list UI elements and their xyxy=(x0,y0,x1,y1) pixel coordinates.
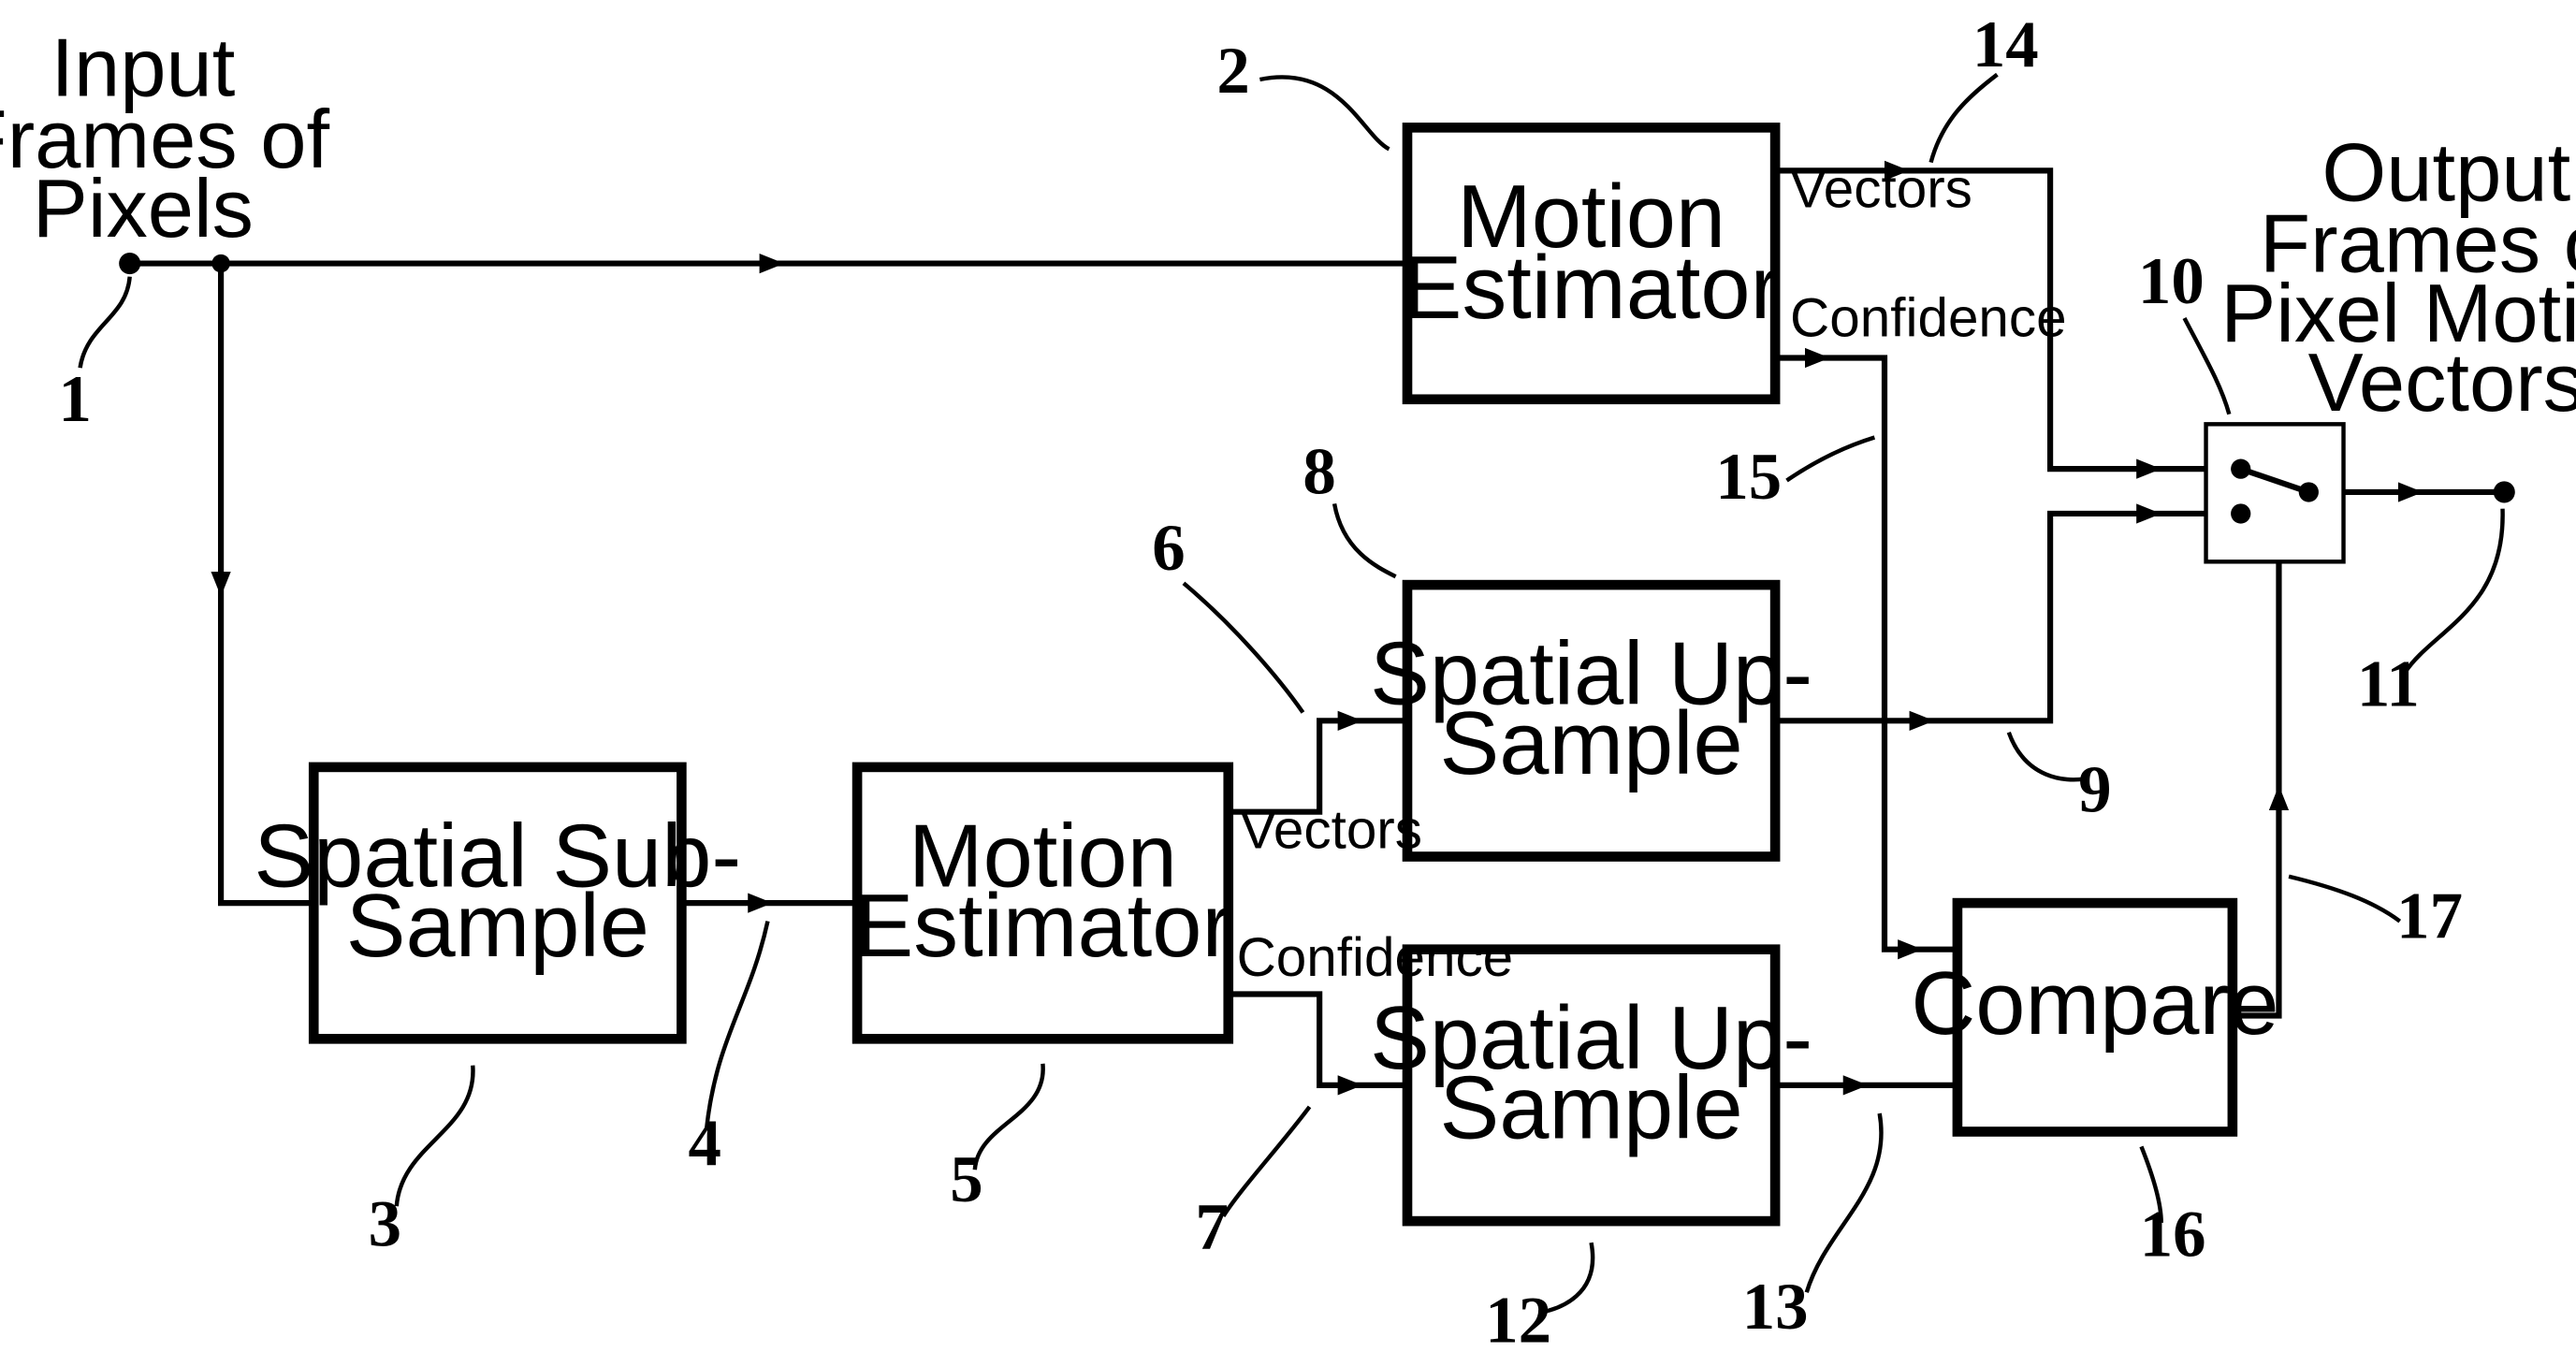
arrowhead-confidence-in xyxy=(1338,1075,1363,1095)
junction-node xyxy=(211,254,229,272)
wire-vectors-to-upsample xyxy=(1229,720,1407,811)
ref-7: 7 xyxy=(1195,1191,1228,1264)
ref-3: 3 xyxy=(369,1188,401,1261)
wire-compare-to-switch xyxy=(2233,560,2279,1016)
leader-5 xyxy=(975,1064,1043,1170)
leader-13 xyxy=(1807,1113,1882,1292)
arrowhead-subsample-out xyxy=(748,893,773,912)
signal-top-confidence: Confidence xyxy=(1790,287,2067,348)
arrowhead-vectors-in xyxy=(1338,711,1363,731)
leader-7 xyxy=(1223,1107,1309,1216)
ref-5: 5 xyxy=(950,1143,982,1216)
leader-14 xyxy=(1931,75,1998,163)
spatial-sub-sample-line2: Sample xyxy=(346,876,649,976)
input-label-line3: Pixels xyxy=(33,162,254,254)
input-node xyxy=(119,253,140,274)
ref-13: 13 xyxy=(1742,1271,1809,1344)
motion-estimator-top-line2: Estimator xyxy=(1403,238,1781,338)
switch-box xyxy=(2206,424,2344,561)
arrowhead-compare-in-lower xyxy=(1843,1075,1869,1095)
signal-bottom-vectors: Vectors xyxy=(1240,800,1422,861)
switch-contact-lower xyxy=(2231,503,2250,523)
compare-label: Compare xyxy=(1911,953,2278,1054)
output-label-line4: Vectors xyxy=(2308,336,2576,429)
ref-11: 11 xyxy=(2357,647,2420,720)
ref-17: 17 xyxy=(2396,880,2463,952)
ref-2: 2 xyxy=(1216,35,1249,108)
leader-2 xyxy=(1259,77,1389,149)
arrowhead-branch-down xyxy=(211,572,230,597)
ref-15: 15 xyxy=(1715,441,1782,514)
leader-17 xyxy=(2289,877,2400,922)
wire-upsample-to-switch xyxy=(1775,514,2241,720)
ref-4: 4 xyxy=(688,1107,720,1180)
ref-1: 1 xyxy=(59,363,92,436)
ref-9: 9 xyxy=(2078,754,2111,827)
ref-16: 16 xyxy=(2140,1198,2206,1271)
leader-15 xyxy=(1787,438,1875,481)
arrowhead-input xyxy=(760,254,785,273)
leader-6 xyxy=(1184,583,1303,712)
ref-10: 10 xyxy=(2138,245,2205,318)
leader-9 xyxy=(2009,733,2085,780)
leader-8 xyxy=(1334,503,1396,576)
ref-6: 6 xyxy=(1152,512,1185,585)
arrowhead-compare-out xyxy=(2269,785,2289,810)
leader-4 xyxy=(706,922,768,1130)
spatial-up-sample-lower-line2: Sample xyxy=(1439,1058,1742,1158)
arrowhead-switch-in-lower xyxy=(2136,503,2161,523)
spatial-up-sample-upper-line2: Sample xyxy=(1439,693,1742,793)
output-node xyxy=(2494,481,2515,502)
arrowhead-upsample-out xyxy=(1910,711,1935,731)
ref-12: 12 xyxy=(1485,1284,1551,1352)
arrowhead-top-confidence xyxy=(1805,348,1830,368)
signal-top-vectors: Vectors xyxy=(1790,158,1972,219)
ref-14: 14 xyxy=(1972,8,2039,81)
leader-3 xyxy=(397,1066,473,1207)
motion-estimator-bottom-line2: Estimator xyxy=(854,876,1232,976)
arrowhead-switch-in-upper xyxy=(2136,459,2161,479)
ref-8: 8 xyxy=(1303,436,1335,509)
arrowhead-output xyxy=(2398,482,2423,502)
signal-bottom-confidence: Confidence xyxy=(1237,927,1514,988)
leader-1 xyxy=(80,277,130,368)
